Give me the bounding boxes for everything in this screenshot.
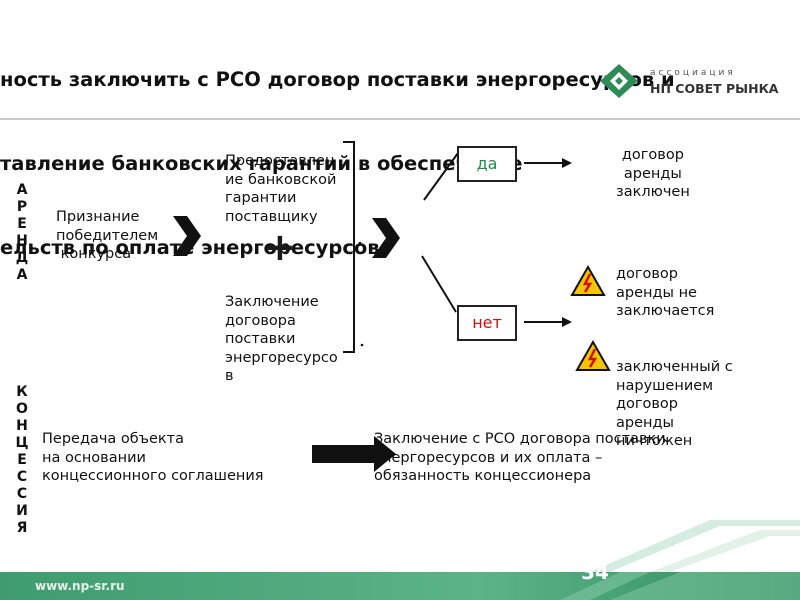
letter: Н: [16, 233, 28, 249]
letter: Е: [17, 452, 27, 468]
page-number: 34: [581, 560, 609, 584]
letter: Д: [15, 250, 29, 266]
footer-band: [0, 572, 800, 600]
no-label: нет: [472, 313, 502, 332]
section-label-arenda: А Р Е Н Д А: [14, 182, 30, 284]
koncessiya-result-text: Заключение с РСО договора поставки энерг…: [374, 431, 666, 484]
arrow-right-icon: [524, 317, 572, 327]
letter: О: [16, 401, 28, 417]
letter: Р: [16, 199, 28, 215]
np-sovet-rynka-logo-icon: [600, 64, 638, 98]
yes-box: да: [457, 146, 517, 182]
result-no-text-2: заключенный с нарушением договор аренды …: [616, 359, 733, 449]
contract-text: Заключение договора поставки энергоресур…: [225, 294, 338, 384]
warning-icon: [570, 265, 606, 296]
letter: Е: [17, 216, 27, 232]
bank-guarantee-text: Предоставлен ие банковской гарантии пост…: [225, 153, 337, 225]
arrow-right-icon: [312, 436, 396, 472]
letter: И: [16, 503, 28, 519]
recognition-text: Признание победителем конкурса: [56, 209, 159, 262]
chevron-right-icon: [372, 218, 400, 258]
result-yes-text: договор аренды заключен: [616, 147, 690, 200]
letter: К: [16, 384, 28, 400]
bracket: [343, 141, 364, 353]
logo-main-text: НП СОВЕТ РЫНКА: [650, 81, 779, 96]
section-label-koncessiya: К О Н Ц Е С С И Я: [14, 384, 30, 537]
warning-icon: [575, 340, 611, 371]
transfer-text: Передача объекта на основании концессион…: [42, 431, 264, 484]
no-box: нет: [457, 305, 517, 341]
letter: Ц: [15, 435, 29, 451]
footer-url: www.np-sr.ru: [35, 579, 125, 593]
letter: А: [16, 267, 28, 283]
letter: А: [16, 182, 28, 198]
title-line-1: ность заключить с РСО договор поставки э…: [0, 68, 675, 91]
yes-label: да: [476, 154, 498, 173]
letter: Я: [16, 520, 28, 536]
branch-lines: [421, 152, 459, 313]
letter: С: [16, 486, 28, 502]
footer-decor: [590, 520, 800, 572]
chevron-right-icon: [173, 216, 201, 256]
np-sovet-rynka-logo: ассоциация НП СОВЕТ РЫНКА: [598, 62, 779, 102]
title-line-3: ельств по оплате энергоресурсов: [0, 236, 380, 259]
letter: Н: [16, 418, 28, 434]
plus-sign: +: [264, 225, 296, 269]
arrow-right-icon: [524, 158, 572, 168]
result-no-text-1: договор аренды не заключается: [616, 266, 715, 319]
header-divider: [0, 118, 800, 120]
letter: С: [16, 469, 28, 485]
logo-small-text: ассоциация: [650, 68, 736, 78]
